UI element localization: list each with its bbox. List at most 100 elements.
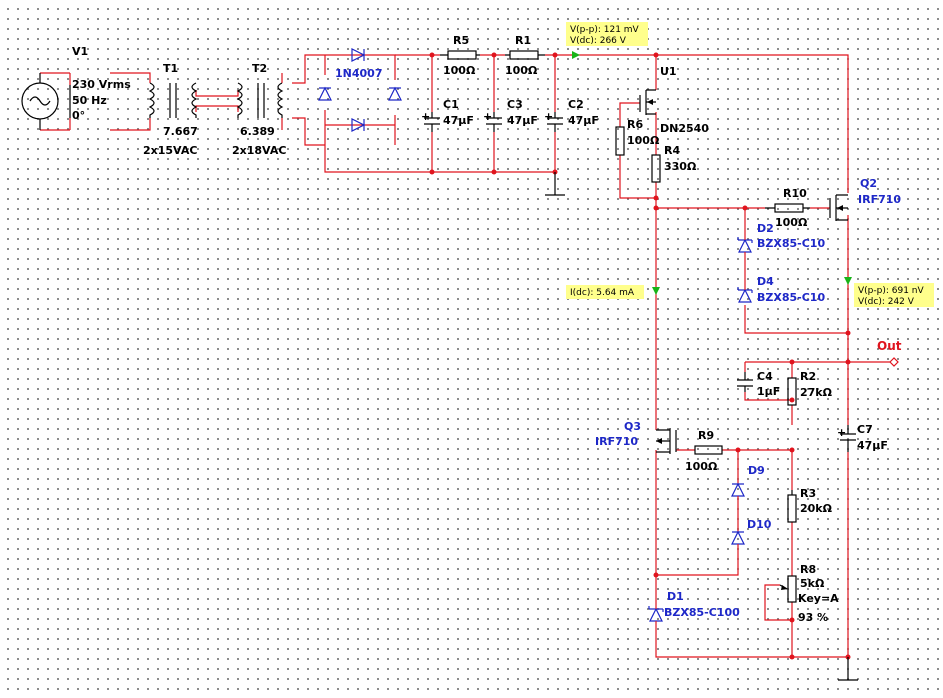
d2-zener[interactable] — [737, 232, 753, 258]
probe-3-line-1: V(p-p): 691 nV — [858, 286, 924, 296]
u1-part: DN2540 — [660, 122, 709, 135]
svg-text:+: + — [544, 110, 553, 123]
d4-label: D4 — [757, 275, 774, 288]
c2-value: 47µF — [568, 114, 599, 127]
d10-diode[interactable] — [731, 530, 745, 548]
d10-label: D10 — [747, 518, 772, 531]
probe-2-line-1: I(dc): 5.64 mA — [570, 288, 635, 298]
r6-value: 100Ω — [627, 134, 660, 147]
c1-capacitor[interactable]: + — [421, 110, 440, 132]
t2-label: T2 — [252, 62, 267, 75]
q3-label: Q3 — [624, 420, 641, 433]
c4-label: C4 — [757, 370, 773, 383]
probe-1-line-2: V(dc): 266 V — [570, 36, 627, 46]
ground-symbol-bottom — [838, 657, 858, 681]
r9-label: R9 — [698, 429, 714, 442]
r4-resistor[interactable] — [651, 154, 661, 183]
c7-value: 47µF — [857, 439, 888, 452]
r4-label: R4 — [664, 144, 680, 157]
d2-label: D2 — [757, 222, 774, 235]
q2-label: Q2 — [860, 177, 877, 190]
c4-capacitor[interactable] — [737, 372, 753, 392]
r1-label: R1 — [515, 34, 531, 47]
r1-resistor[interactable] — [505, 50, 545, 60]
d1-part: BZX85-C100 — [664, 606, 740, 619]
t1-ratio: 7.667 — [163, 125, 198, 138]
r2-resistor[interactable] — [787, 377, 797, 406]
r9-value: 100Ω — [685, 460, 718, 473]
c3-value: 47µF — [507, 114, 538, 127]
r3-label: R3 — [800, 487, 816, 500]
r10-value: 100Ω — [775, 216, 808, 229]
c7-label: C7 — [857, 423, 873, 436]
c4-value: 1µF — [757, 385, 780, 398]
r8-potentiometer[interactable] — [779, 575, 797, 603]
r2-value: 27kΩ — [800, 386, 833, 399]
out-terminal[interactable] — [889, 357, 899, 367]
d2-part: BZX85-C10 — [757, 237, 825, 250]
t1-desc: 2x15VAC — [143, 144, 197, 157]
t2-desc: 2x18VAC — [232, 144, 286, 157]
c1-label: C1 — [443, 98, 459, 111]
d1-label: D1 — [667, 590, 684, 603]
q3-part: IRF710 — [595, 435, 638, 448]
probe-1-line-1: V(p-p): 121 mV — [570, 25, 640, 35]
junctions — [429, 52, 851, 660]
v1-ac-source[interactable] — [21, 73, 71, 130]
d9-label: D9 — [748, 464, 765, 477]
r10-resistor[interactable] — [765, 203, 810, 213]
d1-zener[interactable] — [648, 605, 664, 625]
ground-symbol — [545, 172, 565, 196]
r8-key: Key=A — [798, 592, 839, 605]
v1-label: V1 — [72, 45, 88, 58]
r9-resistor[interactable] — [694, 445, 723, 455]
q3-mosfet[interactable] — [656, 428, 677, 454]
r5-value: 100Ω — [443, 64, 476, 77]
r8-value: 5kΩ — [800, 577, 825, 590]
t2-ratio: 6.389 — [240, 125, 275, 138]
r3-resistor[interactable] — [787, 490, 797, 523]
r5-resistor[interactable] — [440, 50, 480, 60]
out-label: Out — [877, 339, 902, 353]
v1-freq: 50 Hz — [72, 94, 107, 107]
r6-label: R6 — [627, 118, 643, 131]
probe-3-line-2: V(dc): 242 V — [858, 297, 915, 307]
probe-3[interactable]: V(p-p): 691 nV V(dc): 242 V — [854, 283, 934, 307]
r3-value: 20kΩ — [800, 502, 833, 515]
d9-diode[interactable] — [731, 482, 745, 500]
t1-label: T1 — [163, 62, 178, 75]
r5-label: R5 — [453, 34, 469, 47]
d4-part: BZX85-C10 — [757, 291, 825, 304]
v1-value: 230 Vrms — [72, 78, 131, 91]
v1-phase: 0° — [72, 109, 85, 122]
t2-transformer[interactable] — [236, 82, 284, 118]
c2-label: C2 — [568, 98, 584, 111]
r2-label: R2 — [800, 370, 816, 383]
r8-setting: 93 % — [798, 611, 828, 624]
probe-2[interactable]: I(dc): 5.64 mA — [566, 285, 644, 299]
q2-mosfet[interactable] — [829, 194, 848, 221]
r8-label: R8 — [800, 563, 816, 576]
d4-zener[interactable] — [737, 285, 753, 303]
svg-text:+: + — [483, 110, 492, 123]
c7-capacitor[interactable]: + — [837, 425, 856, 452]
r6-resistor[interactable] — [615, 126, 625, 156]
probe-1[interactable]: V(p-p): 121 mV V(dc): 266 V — [566, 22, 648, 46]
r10-label: R10 — [783, 187, 807, 200]
q2-part: IRF710 — [858, 193, 901, 206]
r4-value: 330Ω — [664, 160, 697, 173]
r1-value: 100Ω — [505, 64, 538, 77]
svg-text:+: + — [421, 110, 430, 123]
bridge-rectifier[interactable] — [318, 48, 402, 132]
u1-mosfet[interactable] — [639, 89, 656, 115]
u1-label: U1 — [660, 65, 677, 78]
c2-capacitor[interactable]: + — [544, 110, 563, 132]
t1-transformer[interactable] — [148, 82, 198, 118]
svg-text:+: + — [837, 426, 846, 439]
probe-arrows — [572, 51, 852, 295]
bridge-label: 1N4007 — [335, 67, 382, 80]
c3-capacitor[interactable]: + — [483, 110, 502, 132]
c3-label: C3 — [507, 98, 523, 111]
